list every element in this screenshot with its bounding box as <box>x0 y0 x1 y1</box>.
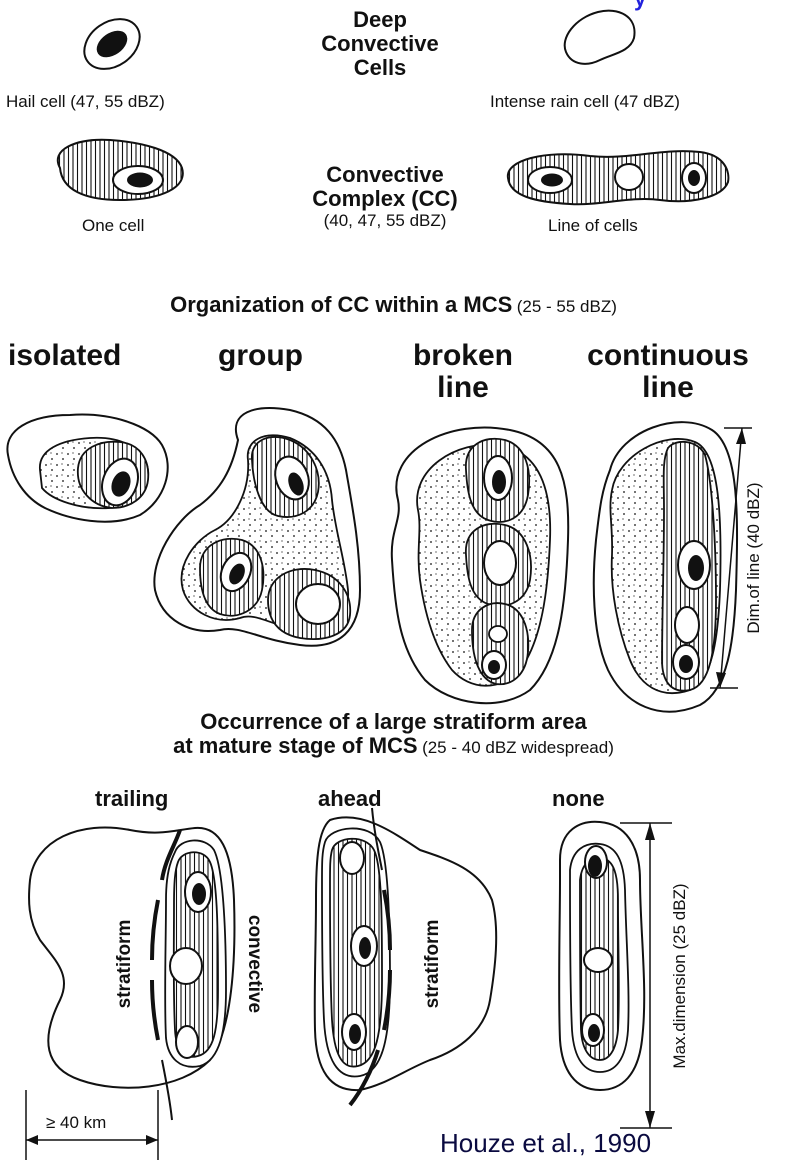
ahead-label: ahead <box>318 786 382 812</box>
heading-line: Cells <box>250 56 510 80</box>
max-dimension-label: Max.dimension (25 dBZ) <box>670 866 690 1086</box>
heading-line: Complex (CC) <box>240 187 530 211</box>
trailing-label: trailing <box>95 786 168 812</box>
broken-line-label: broken line <box>398 340 528 404</box>
group-label: group <box>218 340 303 372</box>
trailing-convective-label: convective <box>243 894 265 1034</box>
line-of-cells-label: Line of cells <box>548 216 638 236</box>
heading-line: Convective <box>240 163 530 187</box>
hail-cell-label: Hail cell (47, 55 dBZ) <box>6 92 165 112</box>
ahead-stratiform-system <box>315 808 496 1105</box>
scale-label: ≥ 40 km <box>46 1113 106 1133</box>
hail-cell-symbol <box>75 9 149 79</box>
organization-heading-range: (25 - 55 dBZ) <box>517 297 617 316</box>
stratiform-heading-line: at mature stage of MCS <box>173 733 418 758</box>
citation: Houze et al., 1990 <box>440 1128 651 1159</box>
heading-line: (40, 47, 55 dBZ) <box>240 211 530 231</box>
stratiform-heading: Occurrence of a large stratiform area at… <box>0 710 787 761</box>
continuous-line-organization <box>594 422 737 711</box>
ahead-stratiform-label: stratiform <box>422 899 444 1029</box>
group-organization <box>154 408 360 646</box>
column-label-line: group <box>218 340 303 372</box>
isolated-organization <box>7 415 167 522</box>
heading-line: Convective <box>250 32 510 56</box>
column-label-line: line <box>398 372 528 404</box>
deep-convective-cells-heading: Deep Convective Cells <box>250 8 510 80</box>
stratiform-heading-line: Occurrence of a large stratiform area <box>0 710 787 734</box>
convective-complex-heading: Convective Complex (CC) (40, 47, 55 dBZ) <box>240 163 530 231</box>
column-label-line: line <box>568 372 768 404</box>
dim-of-line-label: Dim.of line (40 dBZ) <box>744 468 764 648</box>
organization-heading: Organization of CC within a MCS (25 - 55… <box>0 292 787 318</box>
one-cell-label: One cell <box>82 216 144 236</box>
column-label-line: broken <box>398 340 528 372</box>
continuous-line-label: continuous line <box>568 340 768 404</box>
broken-line-organization <box>392 427 568 703</box>
organization-heading-text: Organization of CC within a MCS <box>170 292 512 317</box>
no-stratiform-system <box>559 822 644 1090</box>
column-label-line: isolated <box>8 340 121 372</box>
heading-line: Deep <box>250 8 510 32</box>
intense-rain-cell-label: Intense rain cell (47 dBZ) <box>490 92 680 112</box>
line-of-cells-symbol <box>508 151 729 204</box>
trailing-stratiform-label: stratiform <box>114 899 136 1029</box>
stratiform-heading-range: (25 - 40 dBZ widespread) <box>422 738 614 757</box>
intense-rain-cell-symbol <box>565 11 635 64</box>
none-label: none <box>552 786 605 812</box>
title-fragment: y <box>634 0 646 12</box>
one-cell-complex-symbol <box>58 140 183 200</box>
isolated-label: isolated <box>8 340 121 372</box>
column-label-line: continuous <box>568 340 768 372</box>
